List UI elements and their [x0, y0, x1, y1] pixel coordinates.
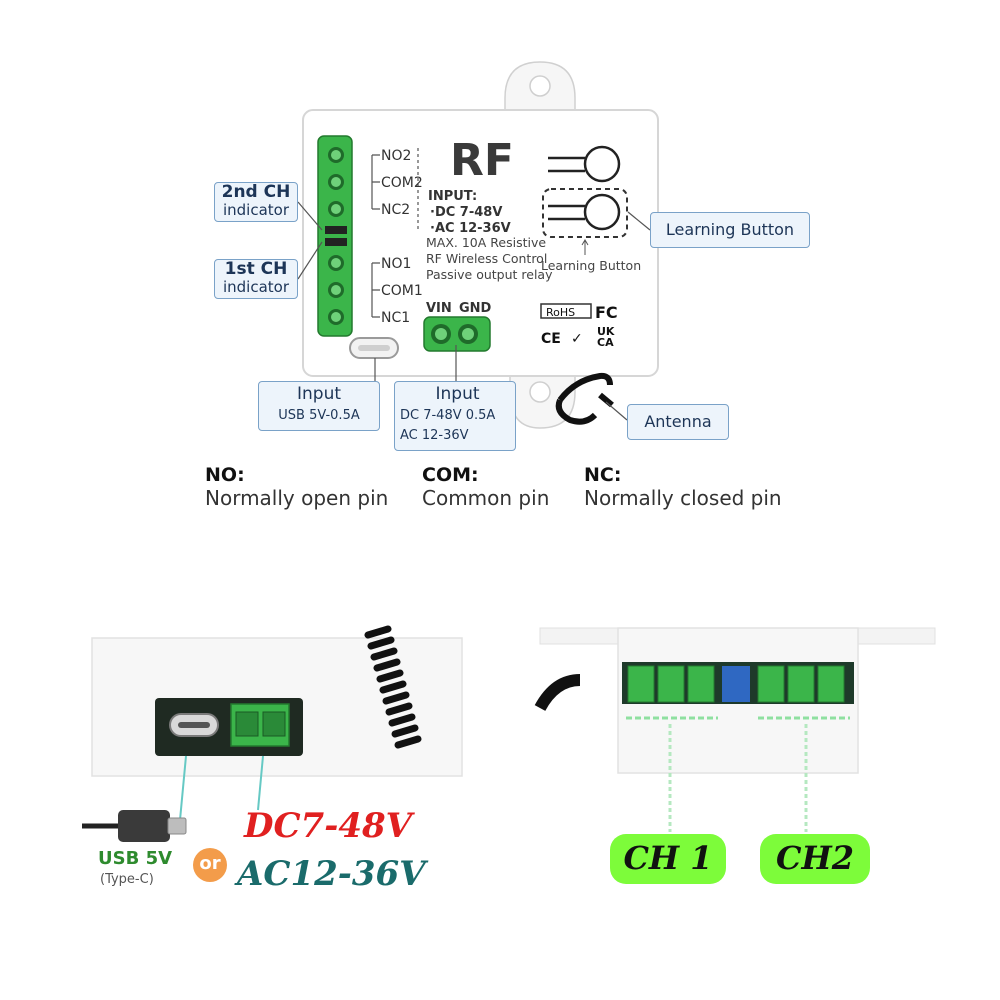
terminal-nc2: NC2 — [381, 202, 410, 218]
ch1-indicator-led — [325, 238, 347, 246]
terminal-nc1: NC1 — [381, 310, 410, 326]
learning-button-label: Learning Button — [541, 258, 641, 273]
fc-mark: FC — [595, 303, 618, 322]
terminal-com1: COM1 — [381, 283, 423, 299]
callout-antenna: Antenna — [627, 404, 729, 440]
relay-terminals-ch1 — [627, 665, 715, 703]
terminal-com2: COM2 — [381, 175, 423, 191]
terminal-no2: NO2 — [381, 148, 411, 164]
antenna-coil — [555, 372, 614, 425]
top-mounting-hole — [529, 75, 551, 97]
usb-plug — [118, 810, 170, 842]
device-diagram: NO2 COM2 NC2 NO1 COM1 NC1 RF INPUT: ·DC … — [297, 61, 659, 429]
ch2-indicator-led — [325, 226, 347, 234]
input-ac: ·AC 12-36V — [430, 221, 511, 236]
ac-voltage-label: AC12-36V — [237, 854, 426, 894]
power-side-view — [82, 625, 463, 842]
antenna-side-right — [534, 674, 581, 712]
terminal-labels: NO2 COM2 NC2 NO1 COM1 NC1 — [381, 148, 423, 326]
button-icon-top — [548, 145, 621, 183]
ce-mark: CE — [541, 331, 561, 347]
ukca-mark-ca: CA — [597, 336, 614, 349]
rohs-mark: RoHS — [546, 306, 575, 319]
callout-ch2-indicator: 2nd CH indicator — [214, 182, 298, 222]
callout-leaders — [297, 201, 651, 421]
callout-dc-input: Input DC 7-48V 0.5A AC 12-36V — [394, 381, 516, 451]
input-dc: ·DC 7-48V — [430, 205, 502, 220]
ch2-badge: CH2 — [760, 834, 870, 884]
spec-line-1: MAX. 10A Resistive — [426, 235, 546, 250]
legend-com: COM: Common pin — [422, 464, 550, 510]
callout-learning-button: Learning Button — [650, 212, 810, 248]
input-heading: INPUT: — [428, 189, 477, 204]
callout-ch1-indicator: 1st CH indicator — [214, 259, 298, 299]
certification-marks: RoHS FC CE ✓ UK CA — [540, 303, 618, 349]
ch1-badge: CH 1 — [610, 834, 726, 884]
legend-nc: NC: Normally closed pin — [584, 464, 782, 510]
terminal-screws — [328, 147, 344, 325]
legend-no: NO: Normally open pin — [205, 464, 389, 510]
ukca-mark-uk: UK — [597, 325, 615, 338]
relay-side-view — [534, 627, 936, 832]
device-title: RF — [450, 135, 514, 186]
learning-button-icon — [548, 193, 621, 231]
relay-terminals-ch2 — [757, 665, 845, 703]
relay-divider — [722, 666, 750, 702]
dc-voltage-label: DC7-48V — [244, 806, 413, 846]
gnd-label: GND — [459, 301, 492, 316]
bottom-mounting-hole — [529, 381, 551, 403]
vin-label: VIN — [426, 301, 452, 316]
usb-5v-label: USB 5V — [98, 848, 173, 869]
relay-terminal-block — [317, 135, 353, 337]
spec-line-2: RF Wireless Control — [426, 251, 547, 266]
rcm-mark: ✓ — [571, 331, 583, 347]
usb-type-c-label: (Type-C) — [100, 872, 154, 887]
terminal-no1: NO1 — [381, 256, 411, 272]
terminal-brackets — [371, 148, 419, 318]
or-badge: or — [193, 848, 227, 882]
antenna-coil-side — [364, 625, 422, 749]
spec-line-3: Passive output relay — [426, 267, 553, 282]
callout-usb-input: Input USB 5V-0.5A — [258, 381, 380, 431]
